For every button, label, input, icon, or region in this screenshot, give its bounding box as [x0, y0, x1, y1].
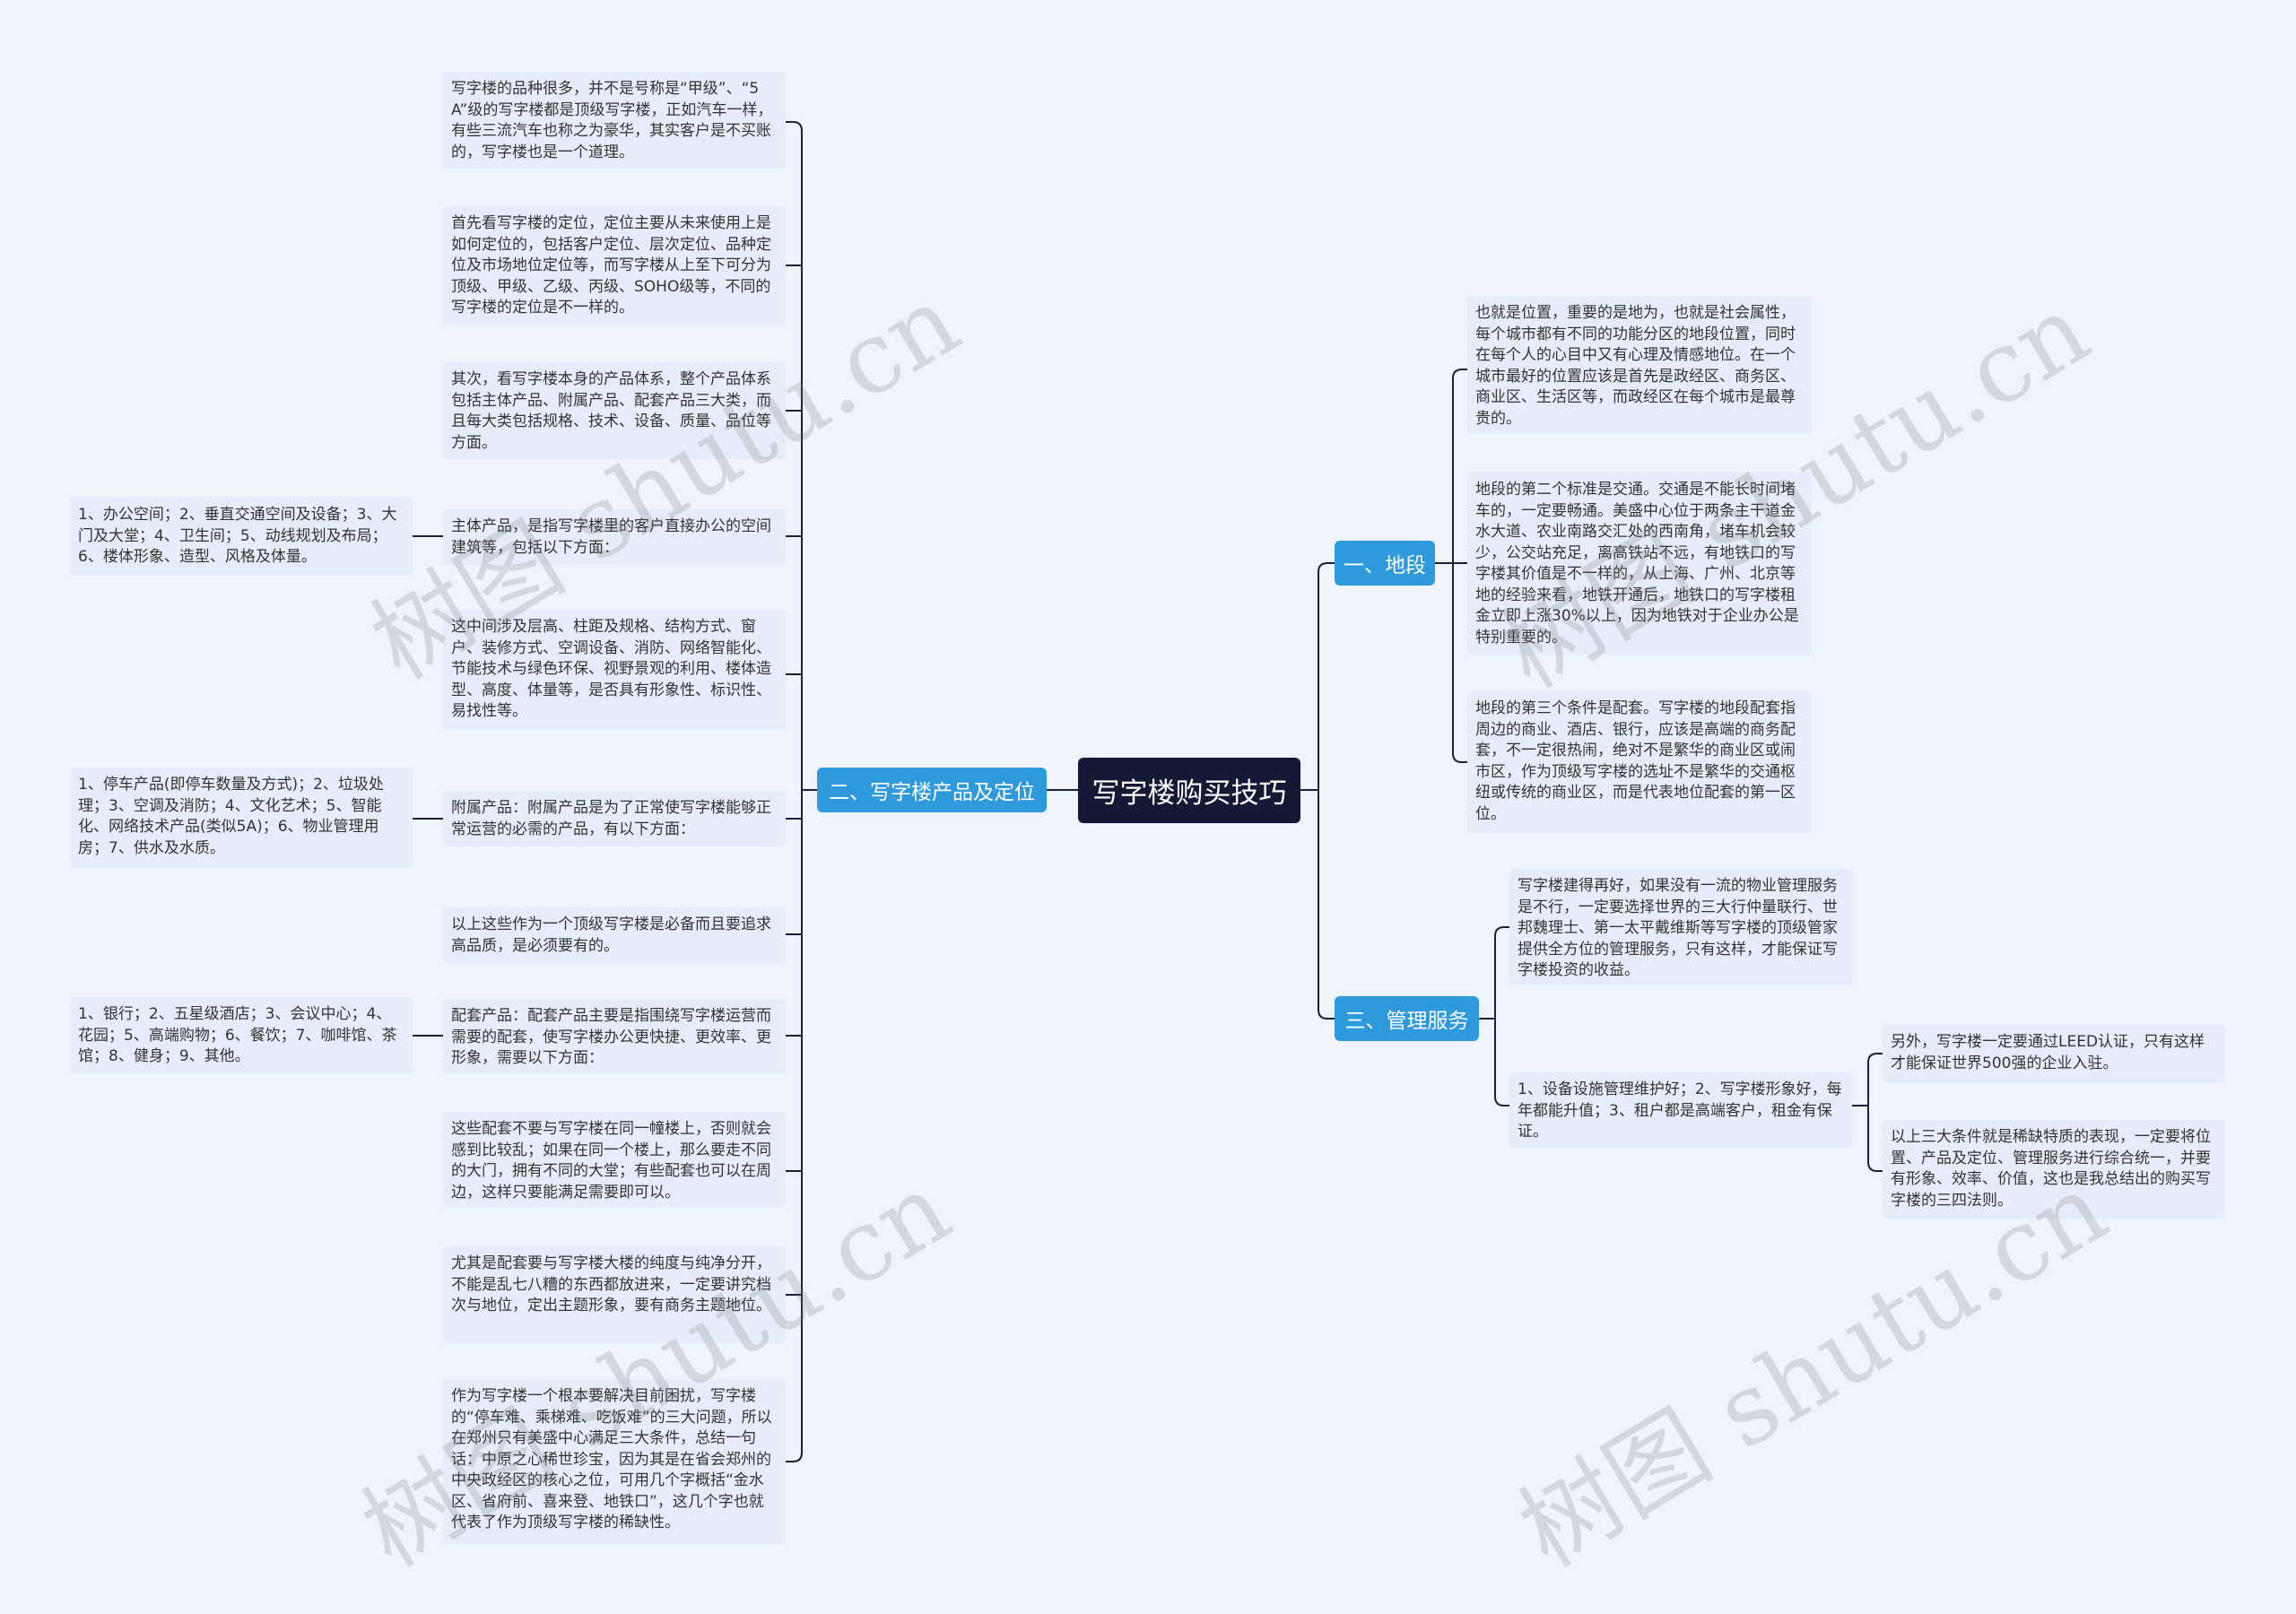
branch-management-service[interactable]: 三、管理服务	[1335, 996, 1479, 1041]
location-note-traffic[interactable]: 地段的第二个标准是交通。交通是不能长时间堵车的，一定要畅通。美盛中心位于两条主干…	[1467, 473, 1812, 655]
management-note-list[interactable]: 1、设备设施管理维护好；2、写字楼形象好，每年都能升值；3、租户都是高端客户，租…	[1509, 1072, 1852, 1148]
location-note-position[interactable]: 也就是位置，重要的是地为，也就是社会属性，每个城市都有不同的功能分区的地段位置，…	[1467, 296, 1812, 434]
product-note-2[interactable]: 首先看写字楼的定位，定位主要从未来使用上是如何定位的，包括客户定位、层次定位、品…	[443, 206, 786, 325]
product-sub-auxiliary-list[interactable]: 1、停车产品(即停车数量及方式)；2、垃圾处理；3、空调及消防；4、文化艺术；5…	[70, 768, 413, 868]
location-note-facilities[interactable]: 地段的第三个条件是配套。写字楼的地段配套指周边的商业、酒店、银行，应该是高端的商…	[1467, 691, 1812, 833]
product-sub-main-list[interactable]: 1、办公空间；2、垂直交通空间及设备；3、大门及大堂；4、卫生间；5、动线规划及…	[70, 498, 413, 575]
product-note-main[interactable]: 主体产品，是指写字楼里的客户直接办公的空间建筑等，包括以下方面：	[443, 509, 786, 565]
branch-product-positioning[interactable]: 二、写字楼产品及定位	[817, 768, 1047, 812]
product-note-3[interactable]: 其次，看写字楼本身的产品体系，整个产品体系包括主体产品、附属产品、配套产品三大类…	[443, 362, 786, 459]
product-note-9[interactable]: 这些配套不要与写字楼在同一幢楼上，否则就会感到比较乱；如果在同一个楼上，那么要走…	[443, 1112, 786, 1207]
management-sub-leed[interactable]: 另外，写字楼一定要通过LEED认证，只有这样才能保证世界500强的企业入驻。	[1883, 1025, 2225, 1082]
product-note-5[interactable]: 这中间涉及层高、柱距及规格、结构方式、窗户、装修方式、空调设备、消防、网络智能化…	[443, 610, 786, 730]
product-note-11[interactable]: 作为写字楼一个根本要解决目前困扰，写字楼的“停车难、乘梯难、吃饭难”的三大问题，…	[443, 1379, 786, 1544]
product-note-10[interactable]: 尤其是配套要与写字楼大楼的纯度与纯净分开，不能是乱七八糟的东西都放进来，一定要讲…	[443, 1246, 786, 1343]
product-sub-supporting-list[interactable]: 1、银行；2、五星级酒店；3、会议中心；4、花园；5、高端购物；6、餐饮；7、咖…	[70, 997, 413, 1074]
root-topic[interactable]: 写字楼购买技巧	[1078, 758, 1300, 823]
product-note-7[interactable]: 以上这些作为一个顶级写字楼是必备而且要追求高品质，是必须要有的。	[443, 907, 786, 963]
product-note-auxiliary[interactable]: 附属产品：附属产品是为了正常使写字楼能够正常运营的必需的产品，有以下方面：	[443, 791, 786, 846]
management-sub-summary[interactable]: 以上三大条件就是稀缺特质的表现，一定要将位置、产品及定位、管理服务进行综合统一，…	[1883, 1120, 2225, 1219]
management-note-property[interactable]: 写字楼建得再好，如果没有一流的物业管理服务是不行，一定要选择世界的三大行仲量联行…	[1509, 869, 1852, 985]
product-note-1[interactable]: 写字楼的品种很多，并不是号称是“甲级”、“5A”级的写字楼都是顶级写字楼，正如汽…	[443, 72, 786, 169]
product-note-supporting[interactable]: 配套产品：配套产品主要是指围绕写字楼运营而需要的配套，使写字楼办公更快捷、更效率…	[443, 999, 786, 1074]
branch-location[interactable]: 一、地段	[1335, 541, 1435, 586]
